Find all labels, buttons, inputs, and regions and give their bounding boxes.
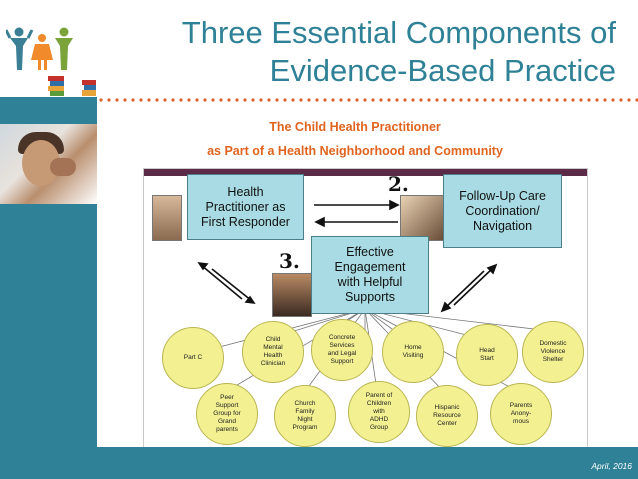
dotted-divider bbox=[97, 98, 638, 102]
support-line: Group bbox=[369, 424, 389, 431]
support-line: Domestic bbox=[539, 340, 567, 347]
support-line: Peer bbox=[220, 394, 234, 401]
arrow-diag-left-1 bbox=[200, 264, 243, 300]
support-circle: Peer Support Group for Grand parents bbox=[196, 383, 258, 445]
component-3-number: 3. bbox=[279, 249, 300, 273]
support-line: Program bbox=[292, 424, 318, 431]
support-line: Night bbox=[297, 416, 313, 423]
title-line-2: Evidence-Based Practice bbox=[269, 53, 616, 88]
support-line: ADHD bbox=[369, 416, 389, 423]
footer-band bbox=[0, 447, 638, 479]
support-line: parents bbox=[216, 426, 238, 433]
arrow-left-head bbox=[314, 216, 325, 228]
photo-hand bbox=[50, 158, 76, 176]
component-1-line-1: Health bbox=[227, 184, 264, 199]
title-line-1: Three Essential Components of bbox=[181, 15, 616, 50]
support-circle: Hispanic Resource Center bbox=[416, 385, 478, 447]
support-line: Group for bbox=[213, 410, 241, 417]
support-circle: Part C bbox=[162, 327, 224, 389]
support-circle: Head Start bbox=[456, 324, 518, 386]
support-line: Violence bbox=[540, 348, 566, 355]
diagram-top-bar bbox=[144, 169, 587, 176]
component-3-line-2: Engagement bbox=[334, 260, 406, 274]
arrow-diag-left-2 bbox=[211, 268, 253, 302]
support-line: mous bbox=[513, 418, 529, 425]
component-2-box: Follow-Up Care Coordination/ Navigation bbox=[443, 174, 562, 248]
support-line: Shelter bbox=[542, 356, 564, 363]
support-line: Parent of bbox=[365, 392, 393, 399]
support-line: Part C bbox=[183, 354, 203, 361]
support-line: with bbox=[373, 408, 385, 415]
component-2-line-3: Navigation bbox=[472, 218, 533, 233]
support-line: Center bbox=[437, 420, 457, 427]
arrows-layer bbox=[197, 199, 552, 398]
support-line: Mental bbox=[263, 344, 283, 351]
component-1-line-2: Practitioner as bbox=[205, 199, 286, 214]
components-diagram: 1. Health Practitioner as First Responde… bbox=[143, 168, 588, 449]
support-line: Child bbox=[265, 336, 281, 343]
support-line: Resource bbox=[433, 412, 461, 419]
support-circle: Parent of Children with ADHD Group bbox=[348, 381, 410, 443]
support-circle: Concrete Services and Legal Support bbox=[311, 319, 373, 381]
component-3-line-4: Supports bbox=[344, 290, 395, 304]
support-line: Hispanic bbox=[434, 404, 460, 411]
support-circle: Home Visiting bbox=[382, 321, 444, 383]
support-line: Support bbox=[330, 358, 354, 365]
component-3-line-1: Effective bbox=[346, 245, 394, 259]
subtitle-line-1: The Child Health Practitioner bbox=[269, 120, 441, 134]
support-line: Parents bbox=[509, 402, 533, 409]
support-line: Grand bbox=[217, 418, 237, 425]
component-3-line-3: with Helpful bbox=[337, 275, 403, 289]
support-circle: Child Mental Health Clinician bbox=[242, 321, 304, 383]
support-line: Health bbox=[263, 352, 283, 359]
support-line: Visiting bbox=[402, 352, 424, 359]
subtitle-line-2: as Part of a Health Neighborhood and Com… bbox=[207, 144, 503, 158]
arrow-diag-right-1 bbox=[443, 270, 485, 310]
slide-title: Three Essential Components of Evidence-B… bbox=[96, 14, 616, 90]
component-3-photo bbox=[272, 273, 312, 317]
component-2-line-1: Follow-Up Care bbox=[459, 188, 546, 203]
component-2-line-2: Coordination/ bbox=[465, 203, 540, 218]
support-line: Anony- bbox=[510, 410, 532, 417]
support-line: Church bbox=[294, 400, 316, 407]
support-line: Clinician bbox=[260, 360, 286, 367]
component-1-box: Health Practitioner as First Responder bbox=[187, 174, 304, 240]
support-line: Services bbox=[329, 342, 355, 349]
component-3-box: Effective Engagement with Helpful Suppor… bbox=[311, 236, 429, 314]
component-2-number: 2. bbox=[388, 172, 409, 196]
support-line: Start bbox=[480, 355, 494, 362]
support-line: Head bbox=[479, 347, 495, 354]
support-line: Support bbox=[215, 402, 239, 409]
support-circle: Church Family Night Program bbox=[274, 385, 336, 447]
child-ear-exam-photo bbox=[0, 124, 97, 204]
support-line: Home bbox=[404, 344, 422, 351]
support-line: Children bbox=[366, 400, 392, 407]
component-1-photo bbox=[152, 195, 182, 241]
component-2-photo bbox=[400, 195, 444, 241]
support-circle: Parents Anony- mous bbox=[490, 383, 552, 445]
family-logo-icon bbox=[6, 27, 96, 96]
support-line: Concrete bbox=[328, 334, 356, 341]
component-1-line-3: First Responder bbox=[201, 214, 290, 229]
arrow-diag-right-2 bbox=[453, 266, 495, 306]
arrow-right-head bbox=[389, 199, 400, 211]
support-line: and Legal bbox=[327, 350, 357, 357]
support-line: Family bbox=[295, 408, 315, 415]
footer-date: April, 2016 bbox=[591, 461, 632, 471]
support-circle: Domestic Violence Shelter bbox=[522, 321, 584, 383]
